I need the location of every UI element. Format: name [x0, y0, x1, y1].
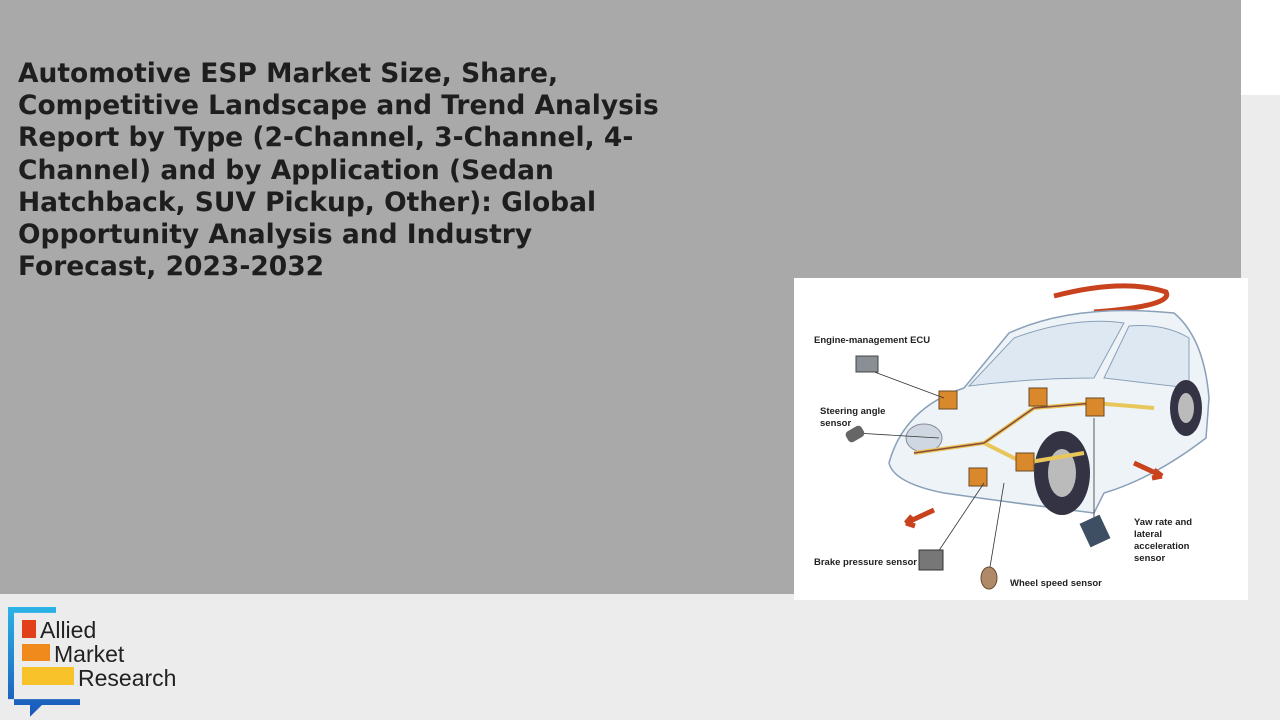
brake-sensor-part-icon: [918, 549, 944, 571]
label-engine-ecu: Engine-management ECU: [814, 335, 931, 346]
top-right-white-strip: [1241, 0, 1280, 95]
report-title: Automotive ESP Market Size, Share, Compe…: [18, 58, 659, 283]
allied-market-research-logo: Allied Market Research: [8, 606, 188, 718]
wheel-speed-sensor-part-icon: [980, 566, 998, 590]
rotation-arrow-icon: [1053, 283, 1170, 315]
sensor-modules-icon: [938, 387, 1105, 487]
label-steering-1: Steering angle: [820, 406, 886, 417]
esp-diagram-image: Engine-management ECU Steering angle sen…: [794, 278, 1248, 600]
rear-motion-arrow-icon: [1132, 460, 1164, 481]
car-diagram-illustration: [845, 283, 1210, 590]
label-yaw-2: lateral: [1134, 529, 1162, 540]
ecu-part-icon: [855, 355, 879, 373]
windshield-icon: [967, 320, 1125, 387]
label-steering-2: sensor: [820, 418, 852, 429]
side-window-icon: [1103, 325, 1190, 389]
label-brake-pressure: Brake pressure sensor: [814, 557, 917, 568]
logo-speech-bubble-icon: [8, 607, 80, 717]
steering-sensor-part-icon: [845, 425, 865, 443]
front-motion-arrow-icon: [904, 507, 936, 529]
label-wheel-speed: Wheel speed sensor: [1010, 578, 1102, 589]
logo-text-research: Research: [78, 665, 177, 691]
label-yaw-1: Yaw rate and: [1134, 517, 1193, 528]
label-yaw-4: sensor: [1134, 553, 1166, 564]
logo-text-market: Market: [54, 641, 125, 667]
label-yaw-3: acceleration: [1134, 541, 1190, 552]
yaw-sensor-part-icon: [1079, 514, 1111, 548]
logo-text-allied: Allied: [40, 617, 97, 643]
